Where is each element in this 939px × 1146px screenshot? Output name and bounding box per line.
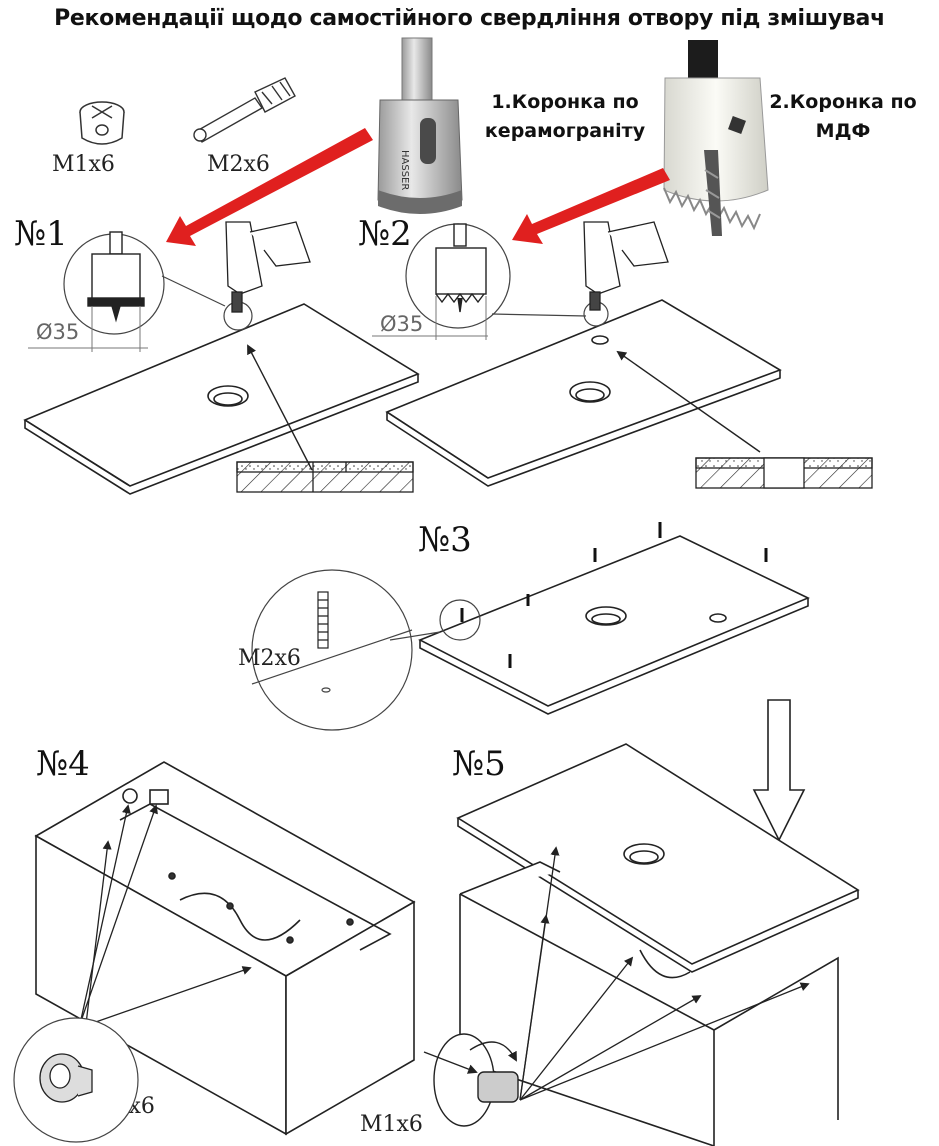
step2-section-detail <box>695 457 873 489</box>
step1-diameter: Ø35 <box>36 320 80 344</box>
step5-cam-rotation-icon <box>423 1033 519 1127</box>
step2-diameter: Ø35 <box>380 312 424 336</box>
step3-number: №3 <box>418 520 472 560</box>
step2-drill-icon <box>583 221 669 311</box>
page-title: Рекомендації щодо самостійного свердлінн… <box>54 6 885 31</box>
step3-board <box>418 535 810 715</box>
step2-pointer <box>616 350 761 453</box>
step2-number: №2 <box>358 214 412 254</box>
step4-number: №4 <box>36 744 90 784</box>
step1-callout-bit <box>87 231 145 323</box>
step1-number: №1 <box>14 214 68 254</box>
step4-pointers <box>79 804 252 1025</box>
down-arrow-icon <box>752 699 806 842</box>
m2-fitting-label: M2x6 <box>207 152 270 177</box>
step3-dowel-icon <box>317 591 329 649</box>
red-arrow-bit1 <box>166 128 373 246</box>
step5-top-board <box>456 743 860 973</box>
step3-dowels <box>460 522 768 668</box>
m1-cam-fitting-icon <box>79 101 125 145</box>
step1-dimension <box>28 306 148 352</box>
step5-number: №5 <box>452 744 506 784</box>
m1-fitting-label: M1x6 <box>52 152 115 177</box>
step5-pointers <box>519 846 810 1101</box>
step4-cabinet <box>34 761 416 1136</box>
step1-section-detail <box>236 461 414 493</box>
step1-drill-icon <box>225 221 311 313</box>
bit1-label: 1.Коронка по керамограніту <box>484 91 646 142</box>
step2-callout-bit <box>435 223 487 313</box>
mdf-hole-saw-icon <box>663 40 769 236</box>
step4-cam-fitting-icon <box>39 1053 93 1103</box>
bit1-brand: HASSER <box>399 150 410 190</box>
red-arrow-bit2 <box>512 168 670 244</box>
step5-fitting-label: M1x6 <box>360 1112 423 1137</box>
m2-dowel-icon <box>193 77 296 143</box>
ceramic-core-bit-icon: HASSER <box>377 37 463 214</box>
step3-fitting-label: M2x6 <box>238 646 301 671</box>
step3-callout <box>251 569 481 731</box>
step2-board <box>385 299 782 487</box>
step2-dimension <box>372 296 488 340</box>
bit2-label: 2.Коронка по МДФ <box>769 91 917 142</box>
step1-pointer <box>247 344 313 471</box>
step1-board <box>23 303 420 495</box>
